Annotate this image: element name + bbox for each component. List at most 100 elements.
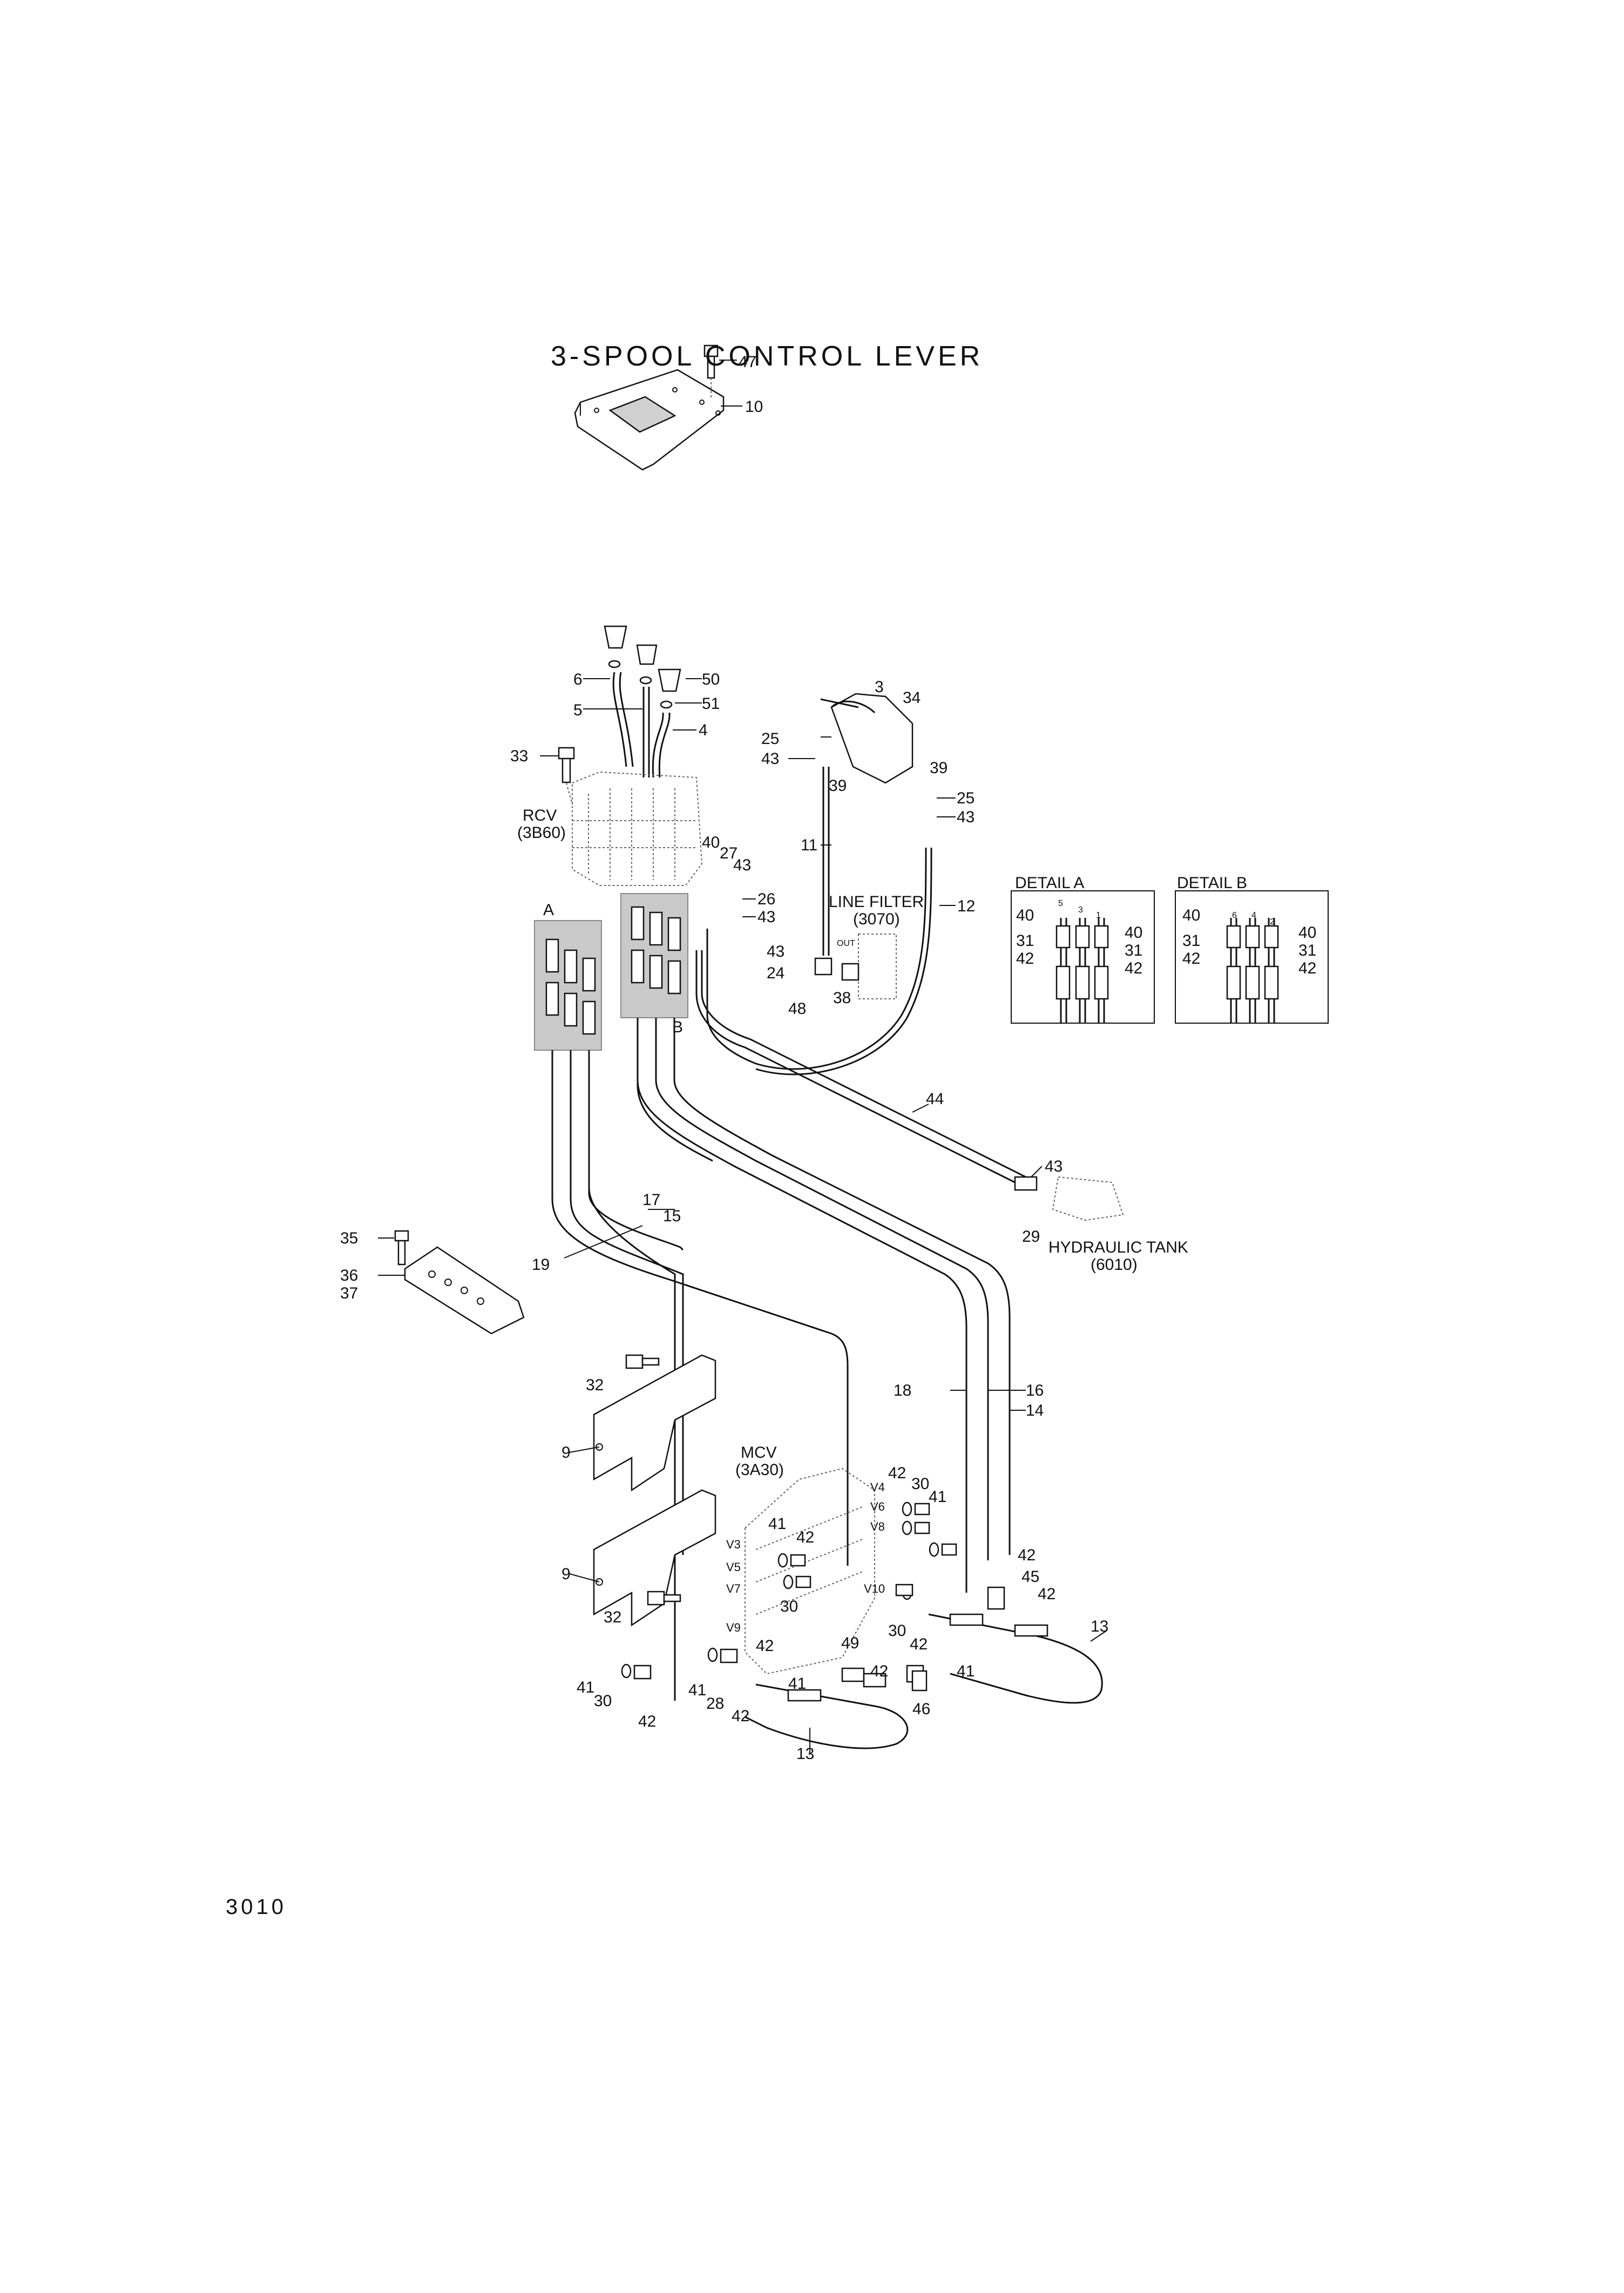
callout-6: 6	[573, 671, 583, 688]
callout-30c: 30	[888, 1622, 906, 1640]
rcv-label: RCV	[523, 807, 557, 824]
line-filter-assembly	[706, 693, 932, 1076]
callout-26: 26	[757, 890, 775, 908]
callout-41b: 41	[768, 1515, 786, 1533]
detail-a-31: 31	[1016, 932, 1034, 950]
mcv-ref: (3A30)	[735, 1461, 784, 1479]
detail-a-port-1: 1	[1096, 911, 1101, 920]
callout-41f: 41	[688, 1681, 706, 1699]
mcv-label: MCV	[741, 1444, 777, 1462]
callout-32b: 32	[604, 1608, 621, 1626]
leader-lines	[564, 736, 1107, 1755]
callout-15: 15	[663, 1207, 681, 1225]
detail-a-40r: 40	[1125, 924, 1142, 942]
bracket-36-37	[394, 1230, 525, 1335]
v5-label: V5	[726, 1560, 741, 1574]
v10-label: V10	[864, 1582, 885, 1595]
callout-43d: 43	[757, 908, 775, 926]
detail-a-40: 40	[1016, 907, 1034, 924]
hoses-18-16-14	[637, 1018, 1011, 1593]
page-number: 3010	[226, 1895, 287, 1919]
detail-b-port-2: 2	[1270, 917, 1275, 926]
callout-34: 34	[903, 689, 921, 707]
callout-16: 16	[1026, 1382, 1044, 1399]
callout-43a: 43	[761, 750, 779, 768]
v3-label: V3	[726, 1538, 741, 1551]
hydraulic-tank-label: HYDRAULIC TANK	[1048, 1239, 1188, 1256]
callout-3: 3	[875, 678, 884, 696]
callout-29: 29	[1022, 1228, 1040, 1246]
callout-51: 51	[702, 695, 720, 713]
callout-42e: 42	[910, 1635, 928, 1653]
group-a-label: A	[543, 901, 554, 919]
callout-42b: 42	[796, 1528, 814, 1546]
detail-b-box	[1175, 890, 1329, 1024]
v4-label: V4	[870, 1480, 885, 1494]
callout-18: 18	[894, 1382, 911, 1399]
callout-42i: 42	[732, 1707, 749, 1725]
hose-44	[695, 950, 1124, 1221]
callout-25b: 25	[957, 789, 975, 807]
callout-36: 36	[340, 1267, 358, 1284]
callout-42f: 42	[756, 1637, 774, 1655]
callout-13a: 13	[1091, 1618, 1108, 1635]
detail-a-42r: 42	[1125, 959, 1142, 977]
mcv-block	[745, 1467, 875, 1675]
detail-b-port-6: 6	[1232, 911, 1237, 920]
callout-41e: 41	[577, 1679, 594, 1696]
detail-a-labels: DETAIL A 5 3 1 40 31 42 40 31 42	[1015, 874, 1142, 977]
callout-13b: 13	[796, 1745, 814, 1763]
callout-37: 37	[340, 1284, 358, 1302]
v8-label: V8	[870, 1520, 885, 1533]
detail-b-labels: DETAIL B 6 4 2 40 31 42 40 31 42	[1177, 874, 1316, 977]
group-a-fittings	[545, 938, 596, 1035]
callout-42g: 42	[870, 1662, 888, 1680]
detail-b-40: 40	[1182, 907, 1200, 924]
detail-a-title: DETAIL A	[1015, 874, 1084, 892]
v7-label: V7	[726, 1582, 741, 1595]
callout-5: 5	[573, 701, 583, 719]
callout-30d: 30	[594, 1692, 612, 1710]
callout-42h: 42	[638, 1713, 656, 1730]
callout-30b: 30	[780, 1598, 798, 1615]
callout-43f: 43	[1045, 1158, 1063, 1175]
callout-47: 47	[739, 353, 756, 371]
callout-11: 11	[801, 836, 817, 854]
callout-32a: 32	[586, 1376, 604, 1394]
rcv-block	[572, 771, 703, 886]
out-label: OUT	[837, 939, 855, 948]
callout-33: 33	[510, 747, 528, 765]
mounting-brackets-9	[593, 1354, 716, 1627]
callout-40: 40	[702, 834, 720, 851]
detail-b-40r: 40	[1298, 924, 1316, 942]
mcv-fittings	[621, 1501, 1005, 1692]
callout-9a: 9	[561, 1444, 571, 1462]
diagram-title: 3-SPOOL CONTROL LEVER	[551, 341, 984, 372]
cover-plate-10	[574, 369, 725, 471]
group-b-fittings	[631, 906, 681, 995]
detail-a-42: 42	[1016, 950, 1034, 968]
callout-41a: 41	[929, 1488, 946, 1506]
group-b-label: B	[672, 1018, 683, 1036]
line-filter-label: LINE FILTER	[829, 893, 924, 911]
detail-a-port-5: 5	[1058, 899, 1063, 908]
detail-a-port-3: 3	[1078, 905, 1083, 915]
bolt-33	[558, 747, 575, 805]
detail-a-box	[1011, 890, 1155, 1024]
callout-24: 24	[767, 964, 784, 982]
callout-12: 12	[957, 897, 975, 915]
callout-42d: 42	[1038, 1585, 1055, 1603]
line-filter-ref: (3070)	[853, 910, 900, 928]
callout-50: 50	[702, 671, 720, 688]
v6-label: V6	[870, 1500, 885, 1513]
callout-9b: 9	[561, 1565, 571, 1583]
callout-14: 14	[1026, 1402, 1044, 1419]
hoses-19-17-15	[551, 1050, 849, 1701]
callout-45: 45	[1021, 1568, 1039, 1586]
callout-39b: 39	[930, 759, 948, 777]
detail-b-31r: 31	[1298, 942, 1316, 959]
callout-42c: 42	[1018, 1546, 1036, 1564]
callout-19: 19	[532, 1256, 550, 1274]
